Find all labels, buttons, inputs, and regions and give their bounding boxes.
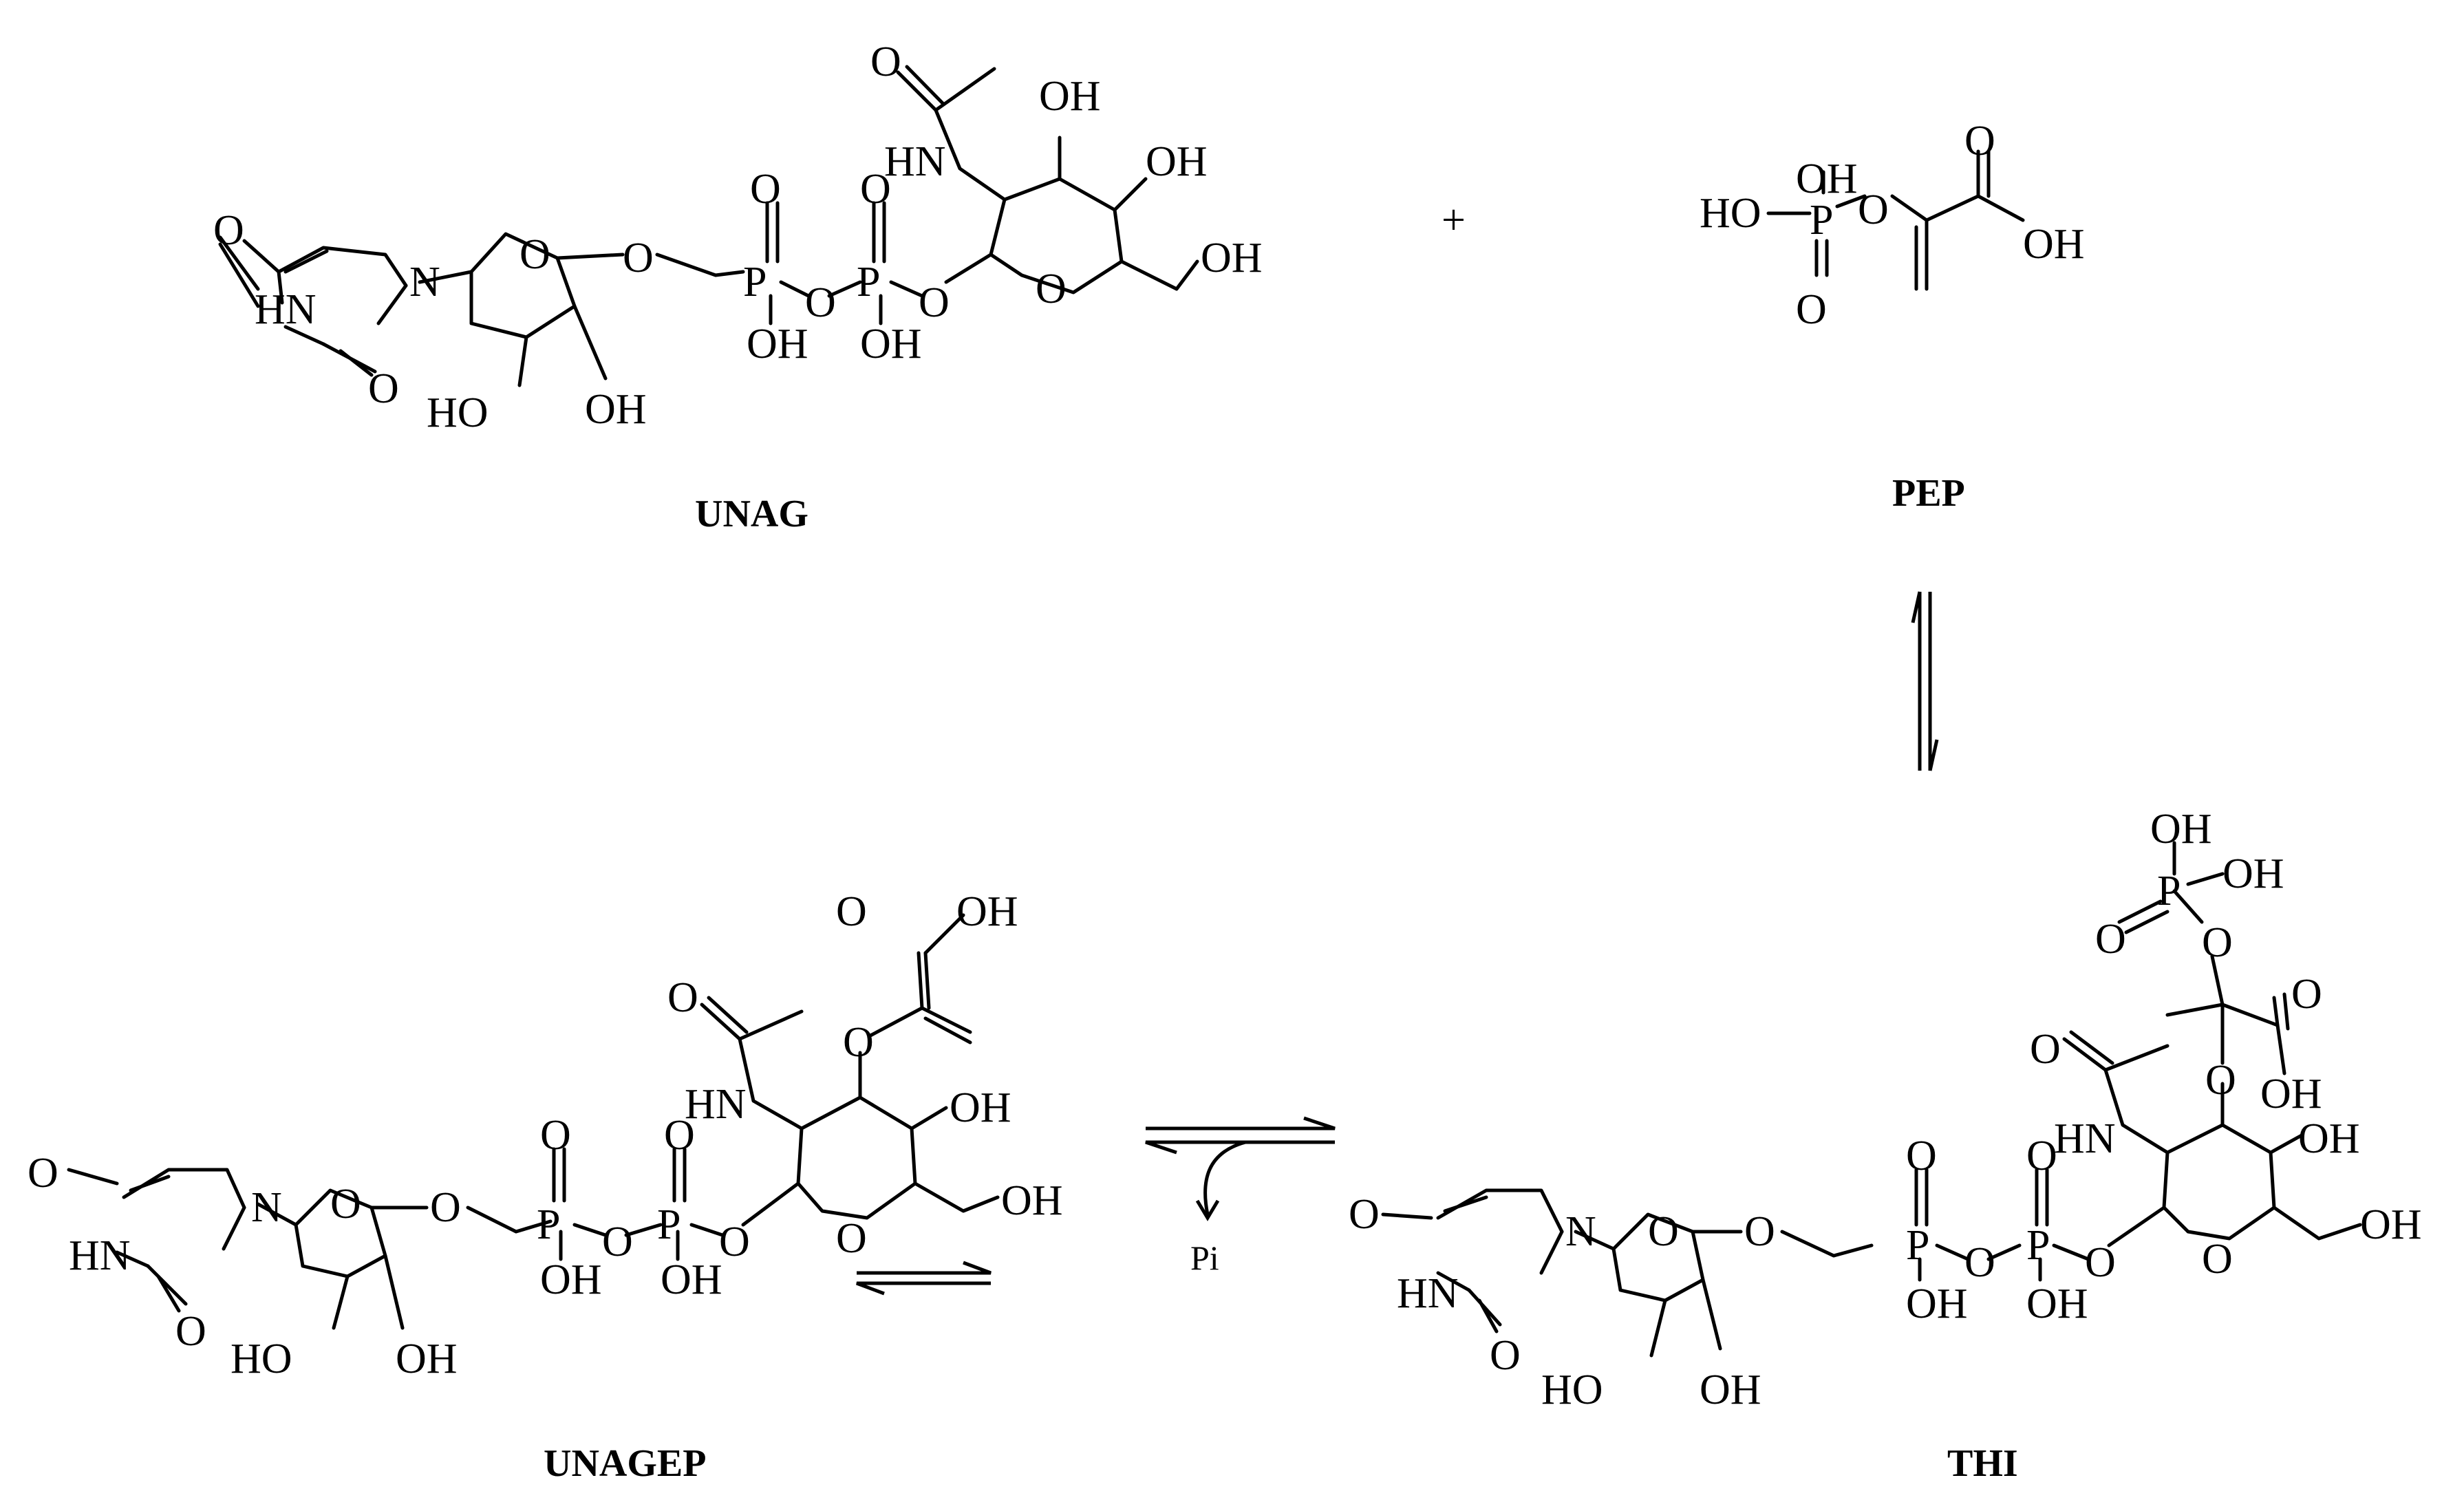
atom-o-carbonyl-2-thi: O bbox=[1490, 1332, 1521, 1379]
atom-oh-thi-top-2: OH bbox=[2222, 850, 2284, 897]
atom-o-ester: O bbox=[623, 235, 654, 281]
atom-o-ketal-thi: O bbox=[2205, 1057, 2236, 1104]
atom-o-p1-unagep: O bbox=[540, 1112, 571, 1159]
structure-thi bbox=[1381, 841, 2362, 1358]
atom-oh-4-unagep: OH bbox=[950, 1084, 1011, 1131]
equilibrium-arrow-vertical bbox=[1911, 591, 1939, 771]
atom-oh-6: OH bbox=[1201, 235, 1263, 281]
atom-oh-p2-unagep: OH bbox=[661, 1256, 722, 1303]
atom-oh-p1-unagep: OH bbox=[540, 1256, 602, 1303]
atom-o-acetyl-thi: O bbox=[2030, 1026, 2061, 1073]
atom-o-glyco-unagep: O bbox=[719, 1219, 750, 1265]
atom-o-phospho-ester-thi: O bbox=[2202, 919, 2233, 966]
atom-o-p1: O bbox=[750, 166, 781, 213]
atom-o-ring-unagep: O bbox=[330, 1181, 361, 1228]
atom-o-pep-p: O bbox=[1796, 286, 1827, 333]
atom-oh-thi: OH bbox=[1700, 1367, 1761, 1413]
atom-hn-unagep: HN bbox=[69, 1232, 131, 1279]
atom-o-acid-unagep: O bbox=[836, 888, 867, 935]
atom-p-pep: P bbox=[1810, 197, 1833, 244]
atom-n-unagep: N bbox=[251, 1184, 282, 1231]
atom-oh-p2-thi: OH bbox=[2026, 1281, 2088, 1327]
equilibrium-arrow-small bbox=[856, 1261, 992, 1296]
atom-o-acid-thi: O bbox=[2291, 971, 2322, 1018]
atom-o-ester-unagep: O bbox=[430, 1184, 461, 1231]
atom-oh-acid-thi: OH bbox=[2260, 1071, 2322, 1117]
atom-oh: OH bbox=[585, 386, 647, 433]
atom-o-carbonyl: O bbox=[213, 207, 244, 254]
atom-o-ring: O bbox=[519, 231, 550, 278]
atom-p-1: P bbox=[743, 259, 767, 306]
atom-oh-4-thi: OH bbox=[2298, 1115, 2360, 1162]
plus-sign: + bbox=[1442, 197, 1466, 244]
atom-o-glyco: O bbox=[919, 279, 950, 326]
atom-oh-thi-top-1: OH bbox=[2150, 806, 2212, 853]
equilibrium-arrow-horizontal bbox=[1145, 1116, 1336, 1221]
atom-oh-3: OH bbox=[1039, 73, 1101, 120]
atom-o-carbonyl-2-unagep: O bbox=[175, 1308, 206, 1355]
atom-o-ester-thi: O bbox=[1744, 1208, 1775, 1255]
atom-o-pep-ester: O bbox=[1858, 186, 1889, 233]
atom-oh-p2: OH bbox=[860, 321, 922, 367]
atom-p-2-unagep: P bbox=[657, 1201, 681, 1248]
label-pep: PEP bbox=[1892, 472, 1965, 515]
atom-ho-pep: HO bbox=[1700, 190, 1761, 237]
atom-o-p1-thi: O bbox=[1906, 1133, 1937, 1179]
atom-o-carbonyl-2: O bbox=[368, 365, 399, 412]
atom-ho-thi: HO bbox=[1541, 1367, 1603, 1413]
atom-o-pep-carbonyl: O bbox=[1964, 118, 1995, 164]
atom-n-thi: N bbox=[1565, 1208, 1596, 1255]
atom-p-1-thi: P bbox=[1906, 1222, 1929, 1269]
atom-p-1-unagep: P bbox=[537, 1201, 560, 1248]
atom-p-2: P bbox=[857, 259, 880, 306]
label-thi: THI bbox=[1947, 1442, 2018, 1485]
atom-o-pyranose-unagep: O bbox=[836, 1215, 867, 1262]
atom-n: N bbox=[409, 259, 440, 306]
atom-oh-pep: OH bbox=[1796, 156, 1858, 202]
atom-o-acetyl: O bbox=[870, 39, 901, 85]
atom-ho-unagep: HO bbox=[231, 1336, 292, 1382]
atom-oh-6-thi: OH bbox=[2360, 1201, 2422, 1248]
atom-hn: HN bbox=[255, 286, 317, 333]
atom-ho: HO bbox=[427, 389, 489, 436]
atom-o-bridge-thi: O bbox=[1964, 1239, 1995, 1286]
atom-o-pyranose: O bbox=[1036, 266, 1067, 312]
atom-hn-acetyl-unagep: HN bbox=[685, 1081, 747, 1128]
atom-o-p2: O bbox=[860, 166, 891, 213]
label-unag: UNAG bbox=[695, 493, 808, 535]
atom-o-glyco-thi: O bbox=[2085, 1239, 2116, 1286]
atom-o-carbonyl-unagep: O bbox=[28, 1150, 58, 1197]
structure-unag bbox=[218, 65, 1199, 387]
atom-o-enol-unagep: O bbox=[843, 1019, 874, 1066]
atom-oh-pep-acid: OH bbox=[2023, 221, 2085, 268]
atom-oh-acid-unagep: OH bbox=[956, 888, 1018, 935]
atom-o-bridge-unagep: O bbox=[602, 1219, 633, 1265]
atom-p-thi-top: P bbox=[2157, 868, 2181, 914]
atom-o-acetyl-unagep: O bbox=[667, 974, 698, 1021]
atom-o-ring-thi: O bbox=[1648, 1208, 1679, 1255]
atom-p-2-thi: P bbox=[2026, 1222, 2050, 1269]
atom-oh-6-unagep: OH bbox=[1001, 1177, 1063, 1224]
structure-unagep bbox=[67, 913, 1000, 1330]
atom-o-pyranose-thi: O bbox=[2202, 1236, 2233, 1283]
atom-o-p2-unagep: O bbox=[664, 1112, 695, 1159]
structure-pep bbox=[1766, 149, 2025, 291]
atom-o-bridge: O bbox=[805, 279, 836, 326]
atom-oh-p1-thi: OH bbox=[1906, 1281, 1968, 1327]
atom-oh-unagep: OH bbox=[396, 1336, 458, 1382]
atom-oh-p1: OH bbox=[747, 321, 808, 367]
atom-oh-4: OH bbox=[1146, 138, 1208, 185]
atom-hn-acetyl: HN bbox=[884, 138, 946, 185]
atom-o-p2-thi: O bbox=[2026, 1133, 2057, 1179]
label-unagep: UNAGEP bbox=[544, 1442, 706, 1485]
atom-hn-thi: HN bbox=[1397, 1270, 1459, 1317]
atom-hn-acetyl-thi: HN bbox=[2054, 1115, 2116, 1162]
atom-o-carbonyl-thi: O bbox=[1349, 1191, 1380, 1238]
byproduct-pi: Pi bbox=[1190, 1239, 1219, 1277]
atom-o-thi-top: O bbox=[2095, 916, 2126, 963]
